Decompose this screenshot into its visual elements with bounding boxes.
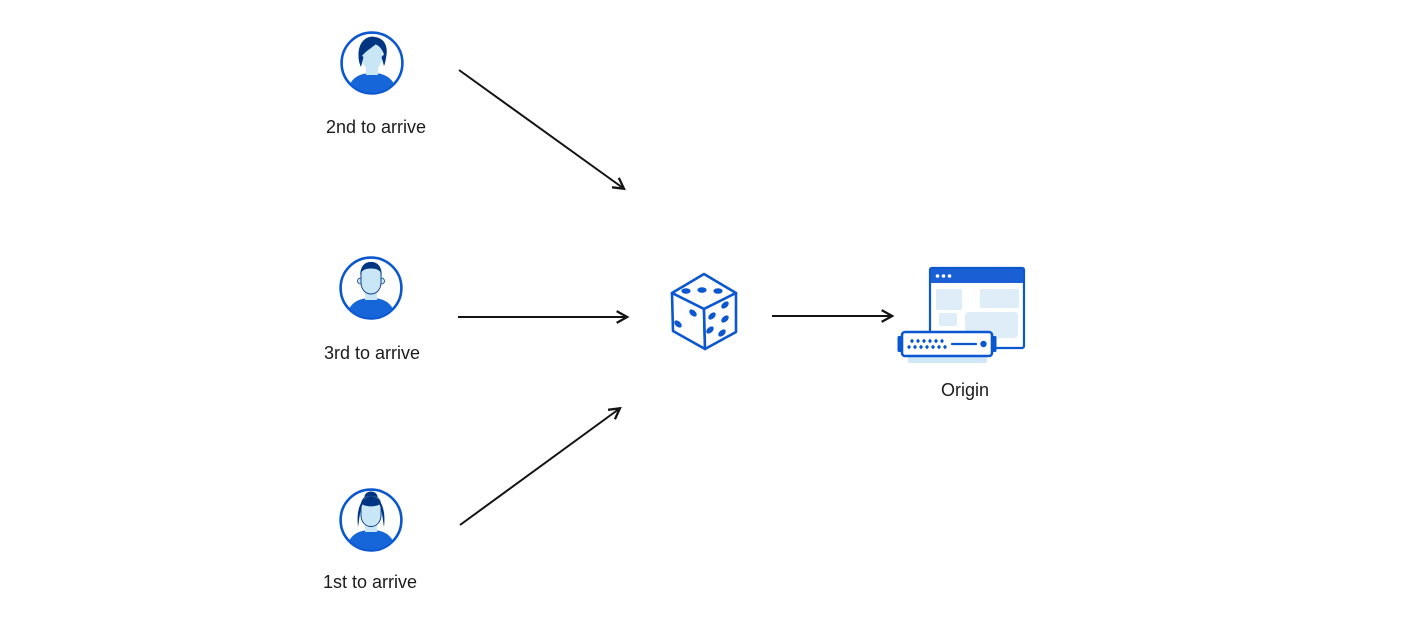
dice-icon <box>670 272 738 351</box>
origin-node <box>896 262 1030 366</box>
user-node-second <box>339 30 405 96</box>
user-node-third <box>338 255 404 321</box>
server-box-icon <box>897 330 997 363</box>
randomizer-node <box>669 270 739 352</box>
avatar-male-swept-icon <box>340 31 404 95</box>
node-label-first: 1st to arrive <box>322 572 418 592</box>
node-label-third: 3rd to arrive <box>323 343 421 363</box>
node-label-second: 2nd to arrive <box>325 117 427 137</box>
avatar-male-flattop-icon <box>339 256 403 320</box>
origin-server-icon <box>897 266 1026 363</box>
user-node-first <box>338 487 404 553</box>
arrow-user2-to-dice <box>458 69 623 188</box>
avatar-female-bun-icon <box>339 488 403 552</box>
node-label-origin: Origin <box>940 380 990 400</box>
arrow-user1-to-dice <box>459 409 619 526</box>
